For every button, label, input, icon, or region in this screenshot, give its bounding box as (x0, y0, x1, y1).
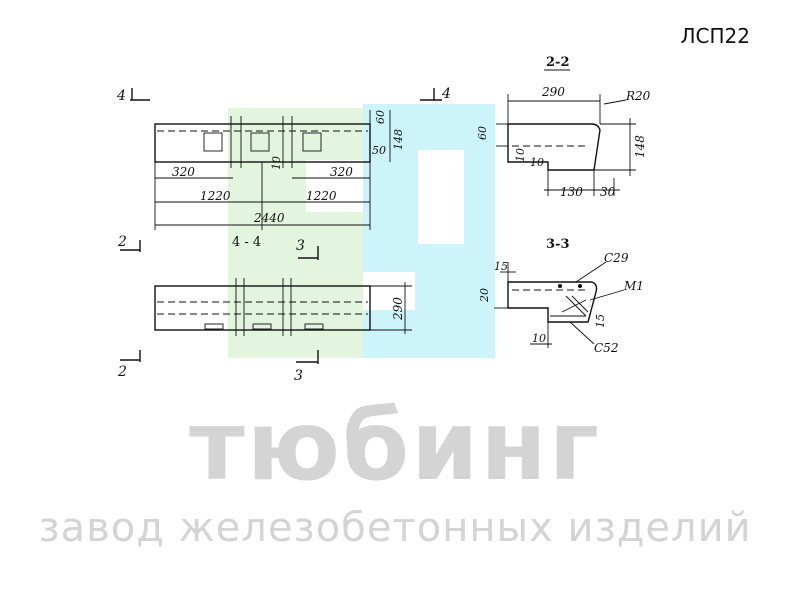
section-3-3-title: 3-3 (546, 237, 570, 252)
section-3-3-dim-15-right: 15 (594, 314, 607, 328)
brand-name: тюбинг (189, 390, 601, 502)
section-mark-3-top: 3 (296, 238, 305, 254)
plan-view: 4 4 60 148 50 10 320 320 1220 1220 2440 (116, 86, 451, 230)
section-mark-3-bottom: 3 (294, 368, 303, 384)
logo-mark (228, 104, 495, 358)
section-4-4-view: 4 - 4 290 2 2 3 3 (117, 234, 412, 384)
section-3-3-dim-15-top: 15 (494, 260, 508, 273)
section-4-4-title: 4 - 4 (232, 235, 261, 250)
section-mark-4-left: 4 (116, 88, 126, 104)
section-2-2-dim-30: 30 (600, 185, 616, 199)
label-m1: М1 (623, 279, 644, 293)
plan-dim-1220-left: 1220 (200, 189, 231, 203)
section-4-4-dim-290: 290 (391, 297, 405, 321)
section-mark-4-right: 4 (441, 86, 451, 102)
label-c29: С29 (604, 251, 629, 265)
plan-dim-320-right: 320 (330, 165, 353, 179)
section-2-2-dim-10b: 10 (530, 156, 544, 169)
brand-tagline: завод железобетонных изделий (38, 505, 752, 551)
section-3-3-dim-20: 20 (478, 288, 491, 303)
section-2-2-dim-148: 148 (633, 135, 647, 158)
section-3-3-view: 3-3 15 20 15 10 С29 М1 С52 (478, 237, 644, 355)
plan-dim-10: 10 (270, 156, 283, 170)
section-2-2-radius: R20 (625, 89, 651, 103)
plan-dim-50: 50 (372, 144, 386, 157)
section-mark-2-bottom: 2 (117, 364, 127, 380)
section-2-2-dim-60: 60 (476, 126, 489, 140)
section-2-2-dim-130: 130 (560, 185, 583, 199)
section-2-2-dim-10a: 10 (514, 148, 527, 162)
drawing-code: ЛСП22 (680, 24, 751, 48)
plan-dim-320-left: 320 (172, 165, 195, 179)
section-mark-2-top: 2 (117, 234, 127, 250)
section-2-2-dim-290: 290 (541, 85, 565, 99)
plan-dim-148: 148 (392, 129, 405, 150)
plan-dim-1220-right: 1220 (306, 189, 337, 203)
label-c52: С52 (594, 341, 618, 355)
plan-dim-60: 60 (374, 110, 387, 124)
plan-dim-2440: 2440 (253, 211, 285, 225)
section-3-3-dim-10: 10 (532, 332, 546, 345)
section-2-2-view: 2-2 290 R20 60 148 10 10 130 30 (476, 55, 651, 199)
section-2-2-title: 2-2 (546, 55, 570, 70)
